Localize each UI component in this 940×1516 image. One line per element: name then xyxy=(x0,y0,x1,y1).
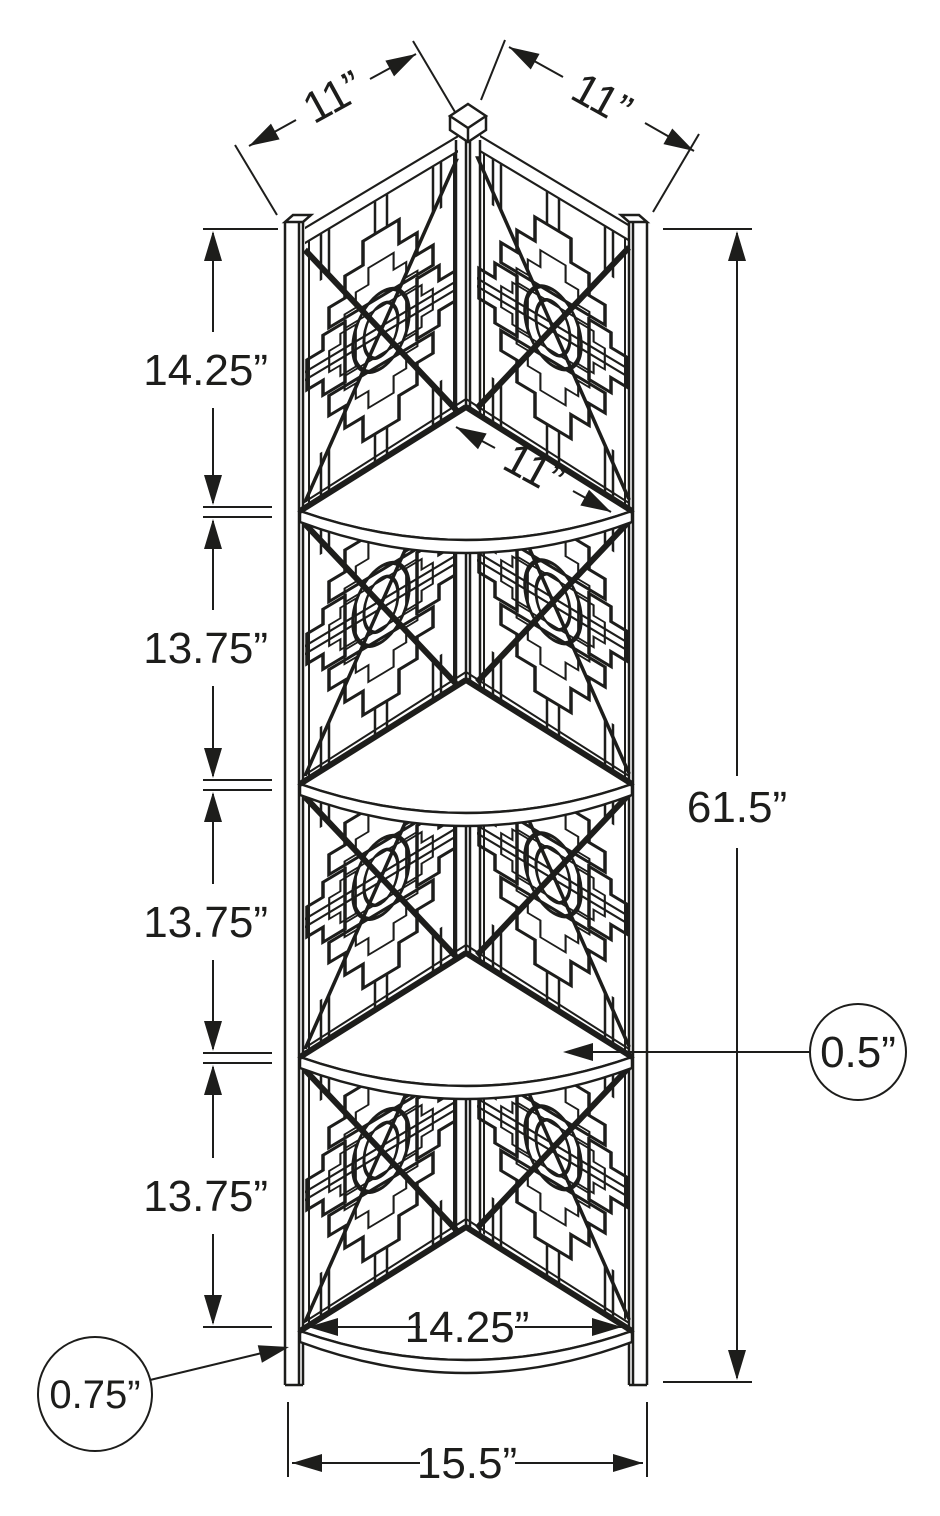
dim-label-top-section: 14.25” xyxy=(143,346,268,395)
dim-label-frame-thickness: 0.75” xyxy=(49,1373,140,1417)
dim-label-fourth-section: 13.75” xyxy=(143,1172,268,1221)
dim-overall-height: 61.5” xyxy=(663,228,787,1383)
dim-label-top-right-depth: 11” xyxy=(563,63,640,135)
left-post xyxy=(281,213,315,1387)
bookcase xyxy=(281,102,651,1387)
dim-top-left-depth: 11” xyxy=(234,40,456,216)
left-post-cap xyxy=(281,213,315,224)
dim-label-overall-height: 61.5” xyxy=(687,783,787,832)
dim-label-third-section: 13.75” xyxy=(143,898,268,947)
dim-label-overall-width: 15.5” xyxy=(417,1439,517,1488)
shelf-2 xyxy=(297,671,635,828)
shelf-3 xyxy=(297,944,635,1101)
dim-label-top-left-depth: 11” xyxy=(295,61,371,133)
right-post xyxy=(617,213,651,1387)
callout-frame-thickness: 0.75” xyxy=(37,1336,292,1452)
corner-post-cap xyxy=(447,102,489,130)
dim-label-second-section: 13.75” xyxy=(143,624,268,673)
shelf-1 xyxy=(297,398,635,555)
callout-shelf-thickness: 0.5” xyxy=(563,1003,907,1101)
dim-left-chain: 14.25” 13.75” 13.75” 13.75” xyxy=(143,228,278,1328)
right-post-cap xyxy=(617,213,651,224)
dim-top-right-depth: 11” xyxy=(480,39,700,213)
dim-label-shelf-thickness: 0.5” xyxy=(820,1028,896,1077)
dim-bottom-shelf-width: 14.25” xyxy=(308,1303,622,1352)
dim-overall-width: 15.5” xyxy=(287,1402,648,1488)
dim-label-bottom-shelf-width: 14.25” xyxy=(405,1303,530,1352)
